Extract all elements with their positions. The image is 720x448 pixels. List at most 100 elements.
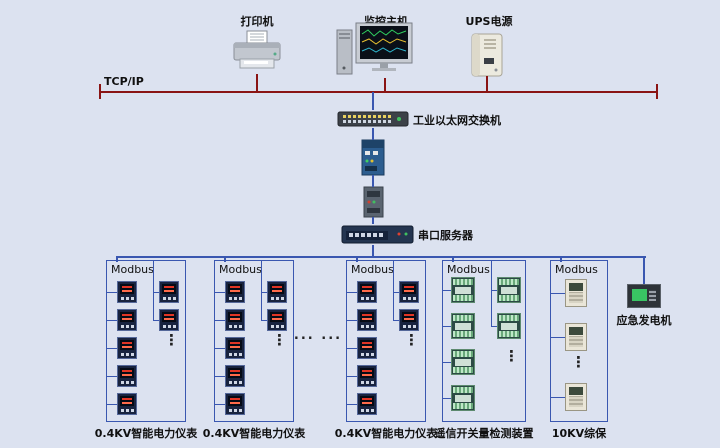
meter-display xyxy=(120,396,134,406)
power-meter-icon xyxy=(225,365,245,387)
io-module-icon xyxy=(451,385,475,411)
generator-controller-icon xyxy=(627,284,661,308)
meter-buttons xyxy=(121,325,124,328)
power-meter-icon xyxy=(267,281,287,303)
wire xyxy=(372,217,374,224)
wire xyxy=(372,175,374,187)
wire xyxy=(560,256,562,262)
io-terminal-bottom xyxy=(453,331,473,337)
meter-display xyxy=(228,284,242,294)
ellipsis-vertical: ⋮ xyxy=(571,353,586,371)
power-meter-icon xyxy=(117,365,137,387)
ups-icon xyxy=(468,32,506,78)
meter-buttons xyxy=(163,325,166,328)
modbus-group: Modbus⋮ xyxy=(550,260,608,422)
wire xyxy=(393,320,399,321)
modbus-group: Modbus⋮ xyxy=(346,260,426,422)
io-body xyxy=(455,287,471,294)
io-body xyxy=(501,323,517,330)
monitor-host-icon xyxy=(336,22,414,80)
power-meter-icon xyxy=(399,281,419,303)
meter-display xyxy=(120,368,134,378)
wire xyxy=(443,326,451,327)
wire xyxy=(215,376,225,377)
wire xyxy=(491,290,497,291)
meter-buttons xyxy=(121,381,124,384)
meter-buttons xyxy=(229,297,232,300)
wire xyxy=(261,261,262,321)
wire xyxy=(656,84,658,99)
power-meter-icon xyxy=(117,337,137,359)
group-caption: 10KV综保 xyxy=(551,427,607,440)
power-meter-icon xyxy=(225,281,245,303)
wire xyxy=(393,261,394,321)
meter-buttons xyxy=(361,297,364,300)
meter-buttons xyxy=(403,325,406,328)
power-meter-icon xyxy=(159,281,179,303)
io-terminal-top xyxy=(453,351,473,357)
relay-display xyxy=(569,387,583,395)
io-terminal-bottom xyxy=(499,331,519,337)
io-module-icon xyxy=(451,349,475,375)
io-body xyxy=(455,395,471,402)
modbus-group: Modbus⋮ xyxy=(214,260,294,422)
meter-buttons xyxy=(229,353,232,356)
group-caption: 0.4KV智能电力仪表 xyxy=(334,427,438,440)
protocol-label: Modbus xyxy=(111,263,154,276)
emergency-generator-label: 应急发电机 xyxy=(616,314,672,327)
meter-buttons xyxy=(121,297,124,300)
power-meter-icon xyxy=(117,309,137,331)
io-terminal-top xyxy=(453,279,473,285)
power-meter-icon xyxy=(117,393,137,415)
wire xyxy=(153,292,159,293)
meter-buttons xyxy=(121,409,124,412)
power-meter-icon xyxy=(159,309,179,331)
io-module-icon xyxy=(451,313,475,339)
wire xyxy=(107,348,117,349)
tcpip-label: TCP/IP xyxy=(104,75,144,88)
meter-buttons xyxy=(229,325,232,328)
wire xyxy=(486,76,488,92)
wire xyxy=(347,292,357,293)
wire xyxy=(372,128,374,140)
protocol-label: Modbus xyxy=(219,263,262,276)
meter-display xyxy=(402,312,416,322)
wire xyxy=(452,256,454,262)
meter-display xyxy=(228,312,242,322)
media-converter-icon xyxy=(358,139,388,176)
meter-buttons xyxy=(361,325,364,328)
meter-buttons xyxy=(229,381,232,384)
meter-display xyxy=(360,340,374,350)
wire xyxy=(100,91,658,93)
generator-screen xyxy=(632,289,647,301)
power-meter-icon xyxy=(357,393,377,415)
wire xyxy=(107,404,117,405)
meter-buttons xyxy=(121,353,124,356)
wire xyxy=(347,320,357,321)
wire xyxy=(224,256,226,262)
wire xyxy=(99,84,101,99)
modbus-group: Modbus ⋮ xyxy=(106,260,186,422)
meter-display xyxy=(228,368,242,378)
ethernet-switch-icon xyxy=(337,109,409,129)
meter-buttons xyxy=(361,409,364,412)
meter-buttons xyxy=(163,297,166,300)
meter-display xyxy=(270,284,284,294)
io-terminal-top xyxy=(499,279,519,285)
io-terminal-bottom xyxy=(453,403,473,409)
wire xyxy=(356,256,358,262)
group-caption: 遥信开关量检测装置 xyxy=(434,427,534,440)
meter-buttons xyxy=(271,325,274,328)
wire xyxy=(107,320,117,321)
meter-display xyxy=(120,340,134,350)
power-meter-icon xyxy=(357,281,377,303)
protocol-label: Modbus xyxy=(351,263,394,276)
wire xyxy=(261,320,267,321)
meter-display xyxy=(360,284,374,294)
ellipsis-vertical: ⋮ xyxy=(164,331,179,349)
relay-terminals xyxy=(569,292,583,303)
wire xyxy=(551,397,565,398)
wire xyxy=(347,404,357,405)
meter-display xyxy=(228,340,242,350)
relay-terminals xyxy=(569,396,583,407)
